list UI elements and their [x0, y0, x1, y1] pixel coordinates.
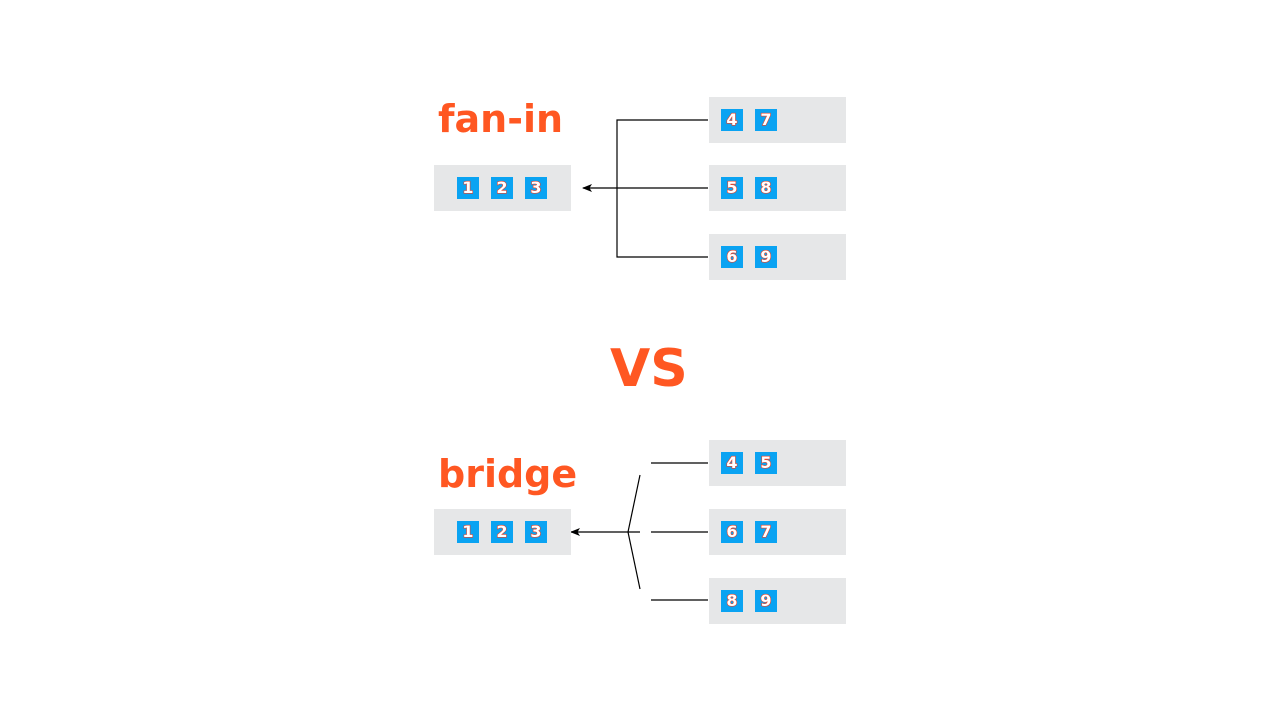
bridge-branch-lower [627, 531, 641, 590]
number-tile: 3 [525, 521, 547, 543]
fan-in-target-panel: 1 2 3 [434, 165, 571, 211]
fan-in-bracket [616, 119, 708, 258]
bridge-connectors [570, 462, 708, 601]
number-tile: 4 [721, 109, 743, 131]
fan-in-connectors [582, 119, 708, 258]
bridge-branch-upper [627, 474, 641, 533]
fan-in-source-panel: 5 8 [709, 165, 846, 211]
bridge-title: bridge [438, 452, 578, 496]
number-tile: 6 [721, 246, 743, 268]
bridge-source-panel: 8 9 [709, 578, 846, 624]
fan-in-source-panel: 4 7 [709, 97, 846, 143]
number-tile: 8 [721, 590, 743, 612]
number-tile: 3 [525, 177, 547, 199]
number-tile: 8 [755, 177, 777, 199]
number-tile: 1 [457, 521, 479, 543]
number-tile: 2 [491, 177, 513, 199]
number-tile: 2 [491, 521, 513, 543]
number-tile: 1 [457, 177, 479, 199]
vs-label: VS [610, 339, 688, 399]
number-tile: 7 [755, 521, 777, 543]
number-tile: 9 [755, 590, 777, 612]
number-tile: 6 [721, 521, 743, 543]
number-tile: 7 [755, 109, 777, 131]
bridge-source-panel: 6 7 [709, 509, 846, 555]
number-tile: 4 [721, 452, 743, 474]
number-tile: 5 [755, 452, 777, 474]
number-tile: 9 [755, 246, 777, 268]
fan-in-source-panel: 6 9 [709, 234, 846, 280]
bridge-target-panel: 1 2 3 [434, 509, 571, 555]
bridge-source-panel: 4 5 [709, 440, 846, 486]
number-tile: 5 [721, 177, 743, 199]
fan-in-title: fan-in [438, 97, 564, 141]
